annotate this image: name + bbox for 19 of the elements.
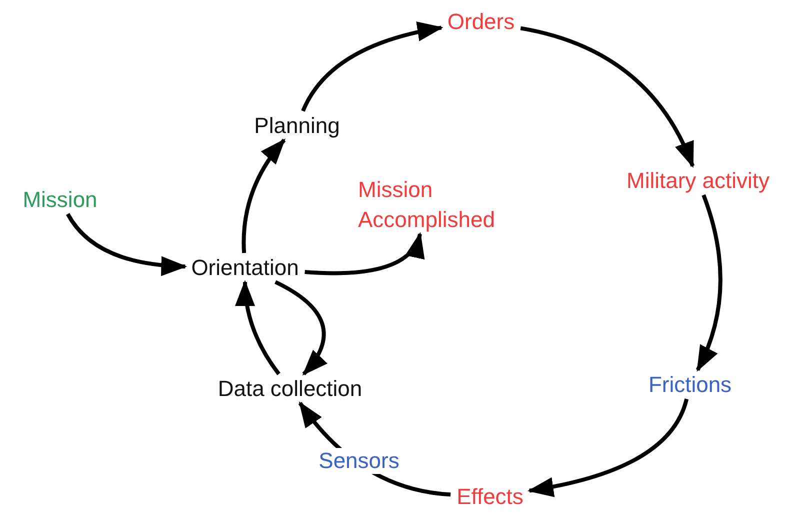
edge-label: Sensors: [316, 448, 402, 474]
node-label: Mission: [22, 185, 98, 215]
curved-arrow: [274, 280, 327, 376]
node-label: Orders: [447, 7, 515, 37]
curved-arrow: [696, 194, 722, 372]
curved-arrow: [242, 138, 286, 254]
node-label: Mission Accomplished: [358, 175, 548, 235]
curved-arrow: [520, 26, 695, 168]
node-label: Orientation: [191, 253, 299, 283]
curved-arrow: [527, 398, 689, 497]
node-label: Military activity: [626, 166, 770, 196]
curved-arrow: [301, 22, 444, 112]
curved-arrow: [66, 212, 188, 276]
node-label: Planning: [254, 111, 340, 141]
curved-arrow: [236, 280, 280, 376]
node-label: Data collection: [218, 374, 362, 404]
node-label: Frictions: [648, 370, 732, 400]
node-label: Effects: [456, 482, 524, 512]
curved-arrow: [304, 232, 422, 276]
